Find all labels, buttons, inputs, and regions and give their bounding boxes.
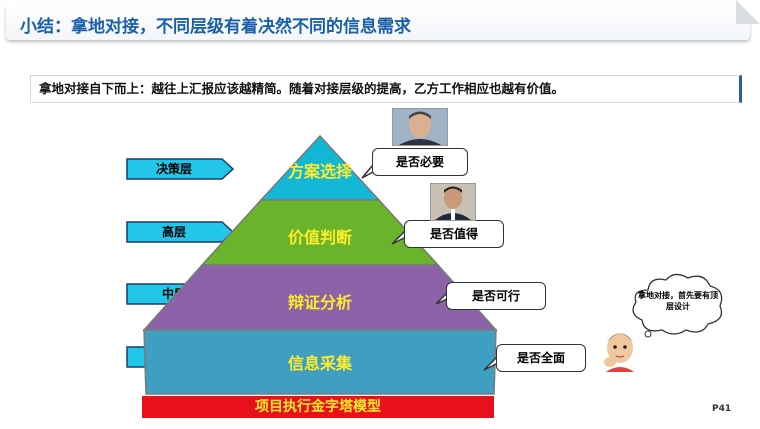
thought-bubble: 拿地对接，首先要有顶层设计 [628,270,728,340]
manager-photo [430,183,476,221]
person-portrait-icon [431,184,475,220]
callout-text: 是否必要 [372,148,468,176]
callout-text: 是否可行 [446,282,546,310]
page-number: P41 [712,404,731,414]
pyramid-base-label: 项目执行金字塔模型 [142,396,494,418]
executive-photo [392,108,448,146]
callout-text: 是否值得 [404,220,504,248]
callout-text: 是否全面 [496,344,586,372]
person-portrait-icon [393,109,447,145]
thought-text: 拿地对接，首先要有顶层设计 [638,290,718,312]
